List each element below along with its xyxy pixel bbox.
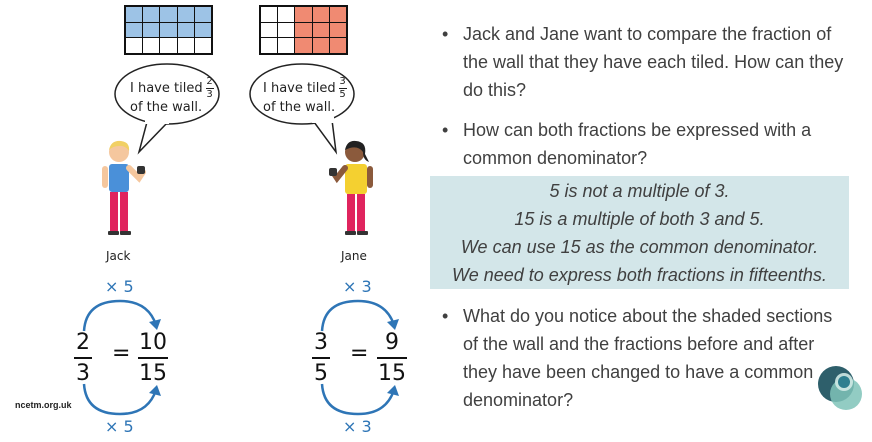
wall-tile: [329, 7, 346, 22]
wall-tile: [194, 38, 211, 53]
jack-equals-sign: =: [112, 341, 131, 366]
jack-figure: [102, 140, 146, 235]
jane-wall-grid: [259, 5, 348, 55]
wall-tile: [278, 22, 295, 38]
callout-line: 15 is a multiple of both 3 and 5.: [514, 209, 765, 229]
wall-tile: [177, 38, 194, 53]
jane-name-label: Jane: [341, 249, 367, 263]
wall-tile: [261, 22, 278, 38]
bullet-common-denominator: • How can both fractions be expressed wi…: [442, 120, 812, 168]
callout-line: We need to express both fractions in fif…: [452, 265, 827, 285]
wall-tile: [126, 38, 143, 53]
wall-tile: [312, 7, 329, 22]
jack-name-label: Jack: [106, 249, 131, 263]
jane-equals-sign: =: [350, 341, 369, 366]
jane-arrow-bottom: [320, 383, 399, 416]
wall-tile: [177, 22, 194, 38]
wall-tile: [126, 22, 143, 38]
bullet-notice: • What do you notice about the shaded se…: [442, 306, 833, 410]
wall-tile: [194, 22, 211, 38]
wall-tile: [143, 7, 160, 22]
jane-arrow-top: [320, 299, 399, 332]
jane-figure: [329, 140, 373, 235]
wall-tile: [278, 7, 295, 22]
wall-tile: [295, 22, 312, 38]
wall-tile: [177, 7, 194, 22]
jack-wall-grid: [124, 5, 213, 55]
jane-multiplier-bottom: × 3: [343, 417, 372, 436]
source-label: ncetm.org.uk: [15, 400, 72, 410]
wall-tile: [126, 7, 143, 22]
wall-tile: [194, 7, 211, 22]
wall-tile: [329, 22, 346, 38]
wall-tile: [160, 22, 177, 38]
wall-tile: [160, 38, 177, 53]
jane-speech-bubble: [249, 63, 355, 155]
wall-tile: [143, 22, 160, 38]
callout-line: We can use 15 as the common denominator.: [460, 237, 819, 257]
jack-multiplier-bottom: × 5: [105, 417, 134, 436]
jack-speech-bubble: [114, 63, 220, 155]
jane-multiplier-top: × 3: [343, 277, 372, 296]
bullet-compare: • Jack and Jane want to compare the frac…: [442, 24, 844, 100]
answer-callout: 5 is not a multiple of 3. 15 is a multip…: [430, 176, 849, 289]
callout-line: 5 is not a multiple of 3.: [549, 181, 730, 201]
wall-tile: [278, 38, 295, 53]
jack-arrow-top: [82, 299, 161, 332]
wall-tile: [312, 38, 329, 53]
wall-tile: [312, 22, 329, 38]
ncetm-logo-icon: [818, 366, 862, 410]
wall-tile: [295, 7, 312, 22]
wall-tile: [160, 7, 177, 22]
jack-arrow-bottom: [82, 383, 161, 416]
wall-tile: [261, 7, 278, 22]
wall-tile: [261, 38, 278, 53]
wall-tile: [295, 38, 312, 53]
wall-tile: [143, 38, 160, 53]
wall-tile: [329, 38, 346, 53]
jack-multiplier-top: × 5: [105, 277, 134, 296]
